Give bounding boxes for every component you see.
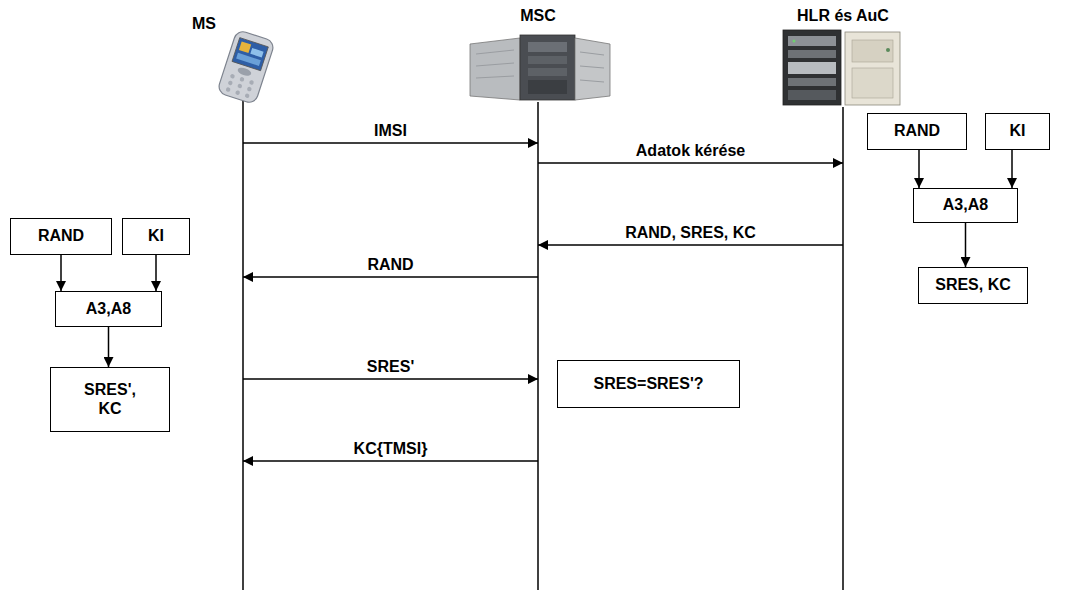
- node-text: RAND: [894, 122, 940, 140]
- hlr-auc-server-icon: [783, 30, 900, 105]
- message-arrow: [538, 244, 843, 246]
- phone-icon: [217, 29, 275, 104]
- node-text: RAND: [38, 227, 84, 245]
- msc-server-icon: [470, 35, 610, 100]
- message-label: RAND, SRES, KC: [622, 224, 759, 242]
- actor-header: MS: [180, 10, 306, 38]
- flow-arrow: [1011, 150, 1013, 188]
- node-text: SRES, KC: [935, 276, 1011, 294]
- message-arrow: [243, 378, 538, 380]
- process-box: RAND: [867, 113, 967, 150]
- node-text: MSC: [520, 7, 556, 25]
- process-box: SRES, KC: [918, 267, 1028, 304]
- lifeline: [537, 102, 539, 590]
- flow-arrow: [918, 150, 920, 188]
- message-label: Adatok kérése: [633, 142, 748, 160]
- process-box: A3,A8: [913, 188, 1018, 223]
- message-arrow: [243, 460, 538, 462]
- process-box: A3,A8: [55, 291, 162, 327]
- lifelines: [243, 100, 843, 590]
- node-text: HLR és AuC: [797, 7, 889, 25]
- node-text: SRES', KC: [78, 381, 142, 418]
- node-text: SRES=SRES'?: [593, 375, 703, 393]
- flow-arrow: [965, 223, 967, 267]
- process-box: SRES=SRES'?: [557, 360, 740, 408]
- message-arrow: [243, 276, 538, 278]
- process-box: SRES', KC: [50, 367, 170, 432]
- node-text: KI: [148, 227, 164, 245]
- flow-arrow: [155, 255, 157, 291]
- node-text: A3,A8: [86, 300, 131, 318]
- message-arrow: [538, 162, 843, 164]
- actor-header: HLR és AuC: [773, 2, 913, 30]
- node-text: A3,A8: [943, 196, 988, 214]
- lifeline: [842, 107, 844, 590]
- message-label: RAND: [364, 256, 416, 274]
- message-label: SRES': [364, 358, 417, 376]
- actor-header: MSC: [468, 2, 608, 30]
- node-text: KI: [1010, 122, 1026, 140]
- process-box: RAND: [10, 218, 112, 255]
- message-arrow: [243, 142, 538, 144]
- flow-arrow: [60, 255, 62, 291]
- message-label: IMSI: [371, 122, 410, 140]
- process-box: KI: [122, 218, 190, 255]
- node-text: MS: [192, 15, 216, 33]
- flow-arrow: [108, 327, 110, 367]
- message-label: KC{TMSI}: [351, 440, 431, 458]
- lifeline: [242, 100, 244, 590]
- process-box: KI: [985, 113, 1050, 150]
